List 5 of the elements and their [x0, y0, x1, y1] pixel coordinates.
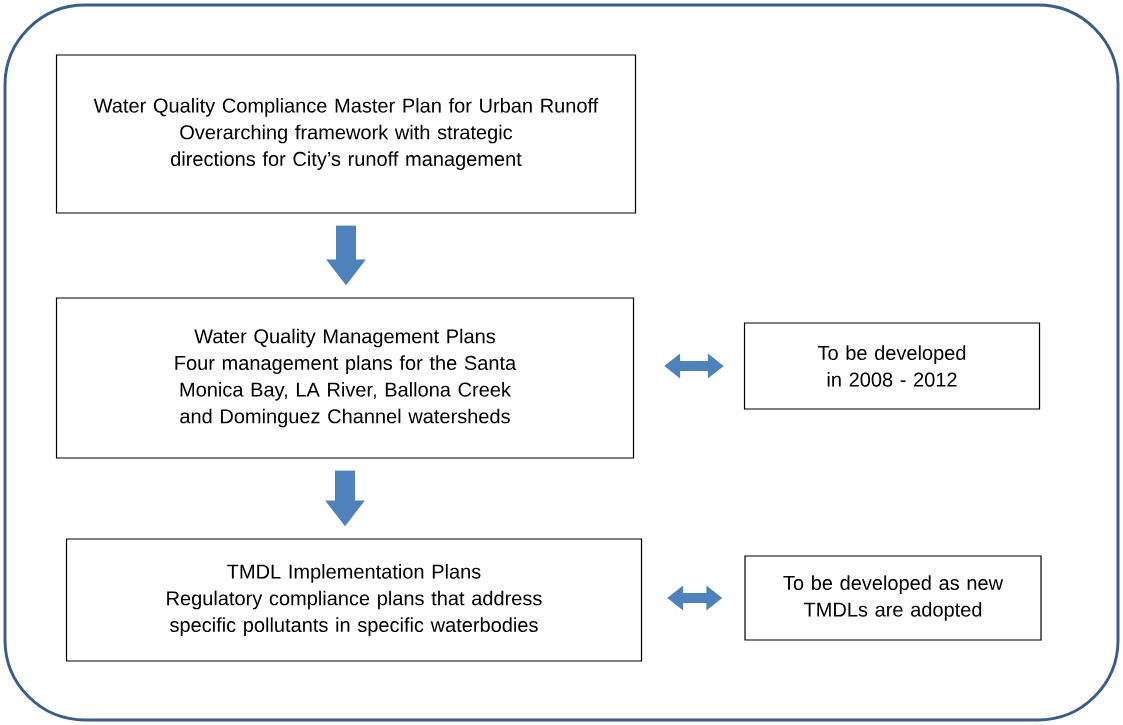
- text-box: TMDL Implementation Plans Regulatory compliance plans that address specific pollutants in specific waterbodies: [65, 538, 643, 662]
- text-box: Water Quality Compliance Master Plan for Urban Runoff Overarching framework with strategic directions for City’s runoff management: [55, 54, 637, 214]
- text-box: To be developed as new TMDLs are adopted: [744, 555, 1042, 641]
- text-box: Water Quality Management Plans Four management plans for the Santa Monica Bay, LA River, Ballona Creek and Dominguez Channel watersheds: [55, 297, 635, 459]
- text-box: To be developed in 2008 - 2012: [743, 322, 1041, 410]
